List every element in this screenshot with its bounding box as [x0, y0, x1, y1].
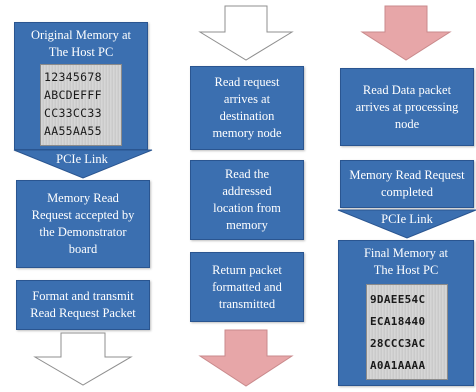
memory-value: A0A1AAAA: [370, 359, 426, 372]
memory-value: ABCDEFFF: [44, 88, 102, 102]
pcie-link-label-right: PCIe Link: [381, 212, 433, 226]
memory-value: CC33CC33: [44, 106, 102, 120]
read-request-accepted-box: Memory Read Request accepted by the Demo…: [16, 180, 150, 268]
down-arrow-pink-bottom-middle: [198, 329, 294, 387]
format-transmit-box: Format and transmit Read Request Packet: [16, 280, 150, 330]
pcie-link-label-left: PCIe Link: [56, 152, 108, 166]
down-arrow-white-top-middle: [198, 5, 294, 61]
read-addressed-location-box: Read the addressed location from memory: [190, 160, 304, 240]
memory-value: ECA18440: [370, 315, 426, 328]
read-request-arrives-box: Read request arrives at destination memo…: [190, 66, 304, 150]
original-memory-title: Original Memory at The Host PC: [31, 28, 131, 59]
memory-value: 28CCC3AC: [370, 337, 426, 350]
pcie-link-arrow-right: [337, 209, 476, 239]
original-memory-image: 12345678 ABCDEFFF CC33CC33 AA55AA55: [40, 64, 122, 146]
read-request-completed-box: Memory Read Request completed: [340, 160, 474, 208]
down-arrow-pink-top-right: [360, 5, 452, 61]
memory-value: 12345678: [44, 70, 102, 84]
down-arrow-white-bottom-left: [33, 332, 133, 386]
final-memory-image: 9DAEE54C ECA18440 28CCC3AC A0A1AAAA: [366, 284, 448, 380]
read-data-arrives-box: Read Data packet arrives at processing n…: [340, 68, 474, 146]
final-memory-title: Final Memory at The Host PC: [363, 246, 448, 277]
memory-value: 9DAEE54C: [370, 293, 426, 306]
return-packet-box: Return packet formatted and transmitted: [190, 252, 304, 322]
memory-value: AA55AA55: [44, 124, 102, 138]
pcie-link-arrow-left: [13, 149, 153, 179]
